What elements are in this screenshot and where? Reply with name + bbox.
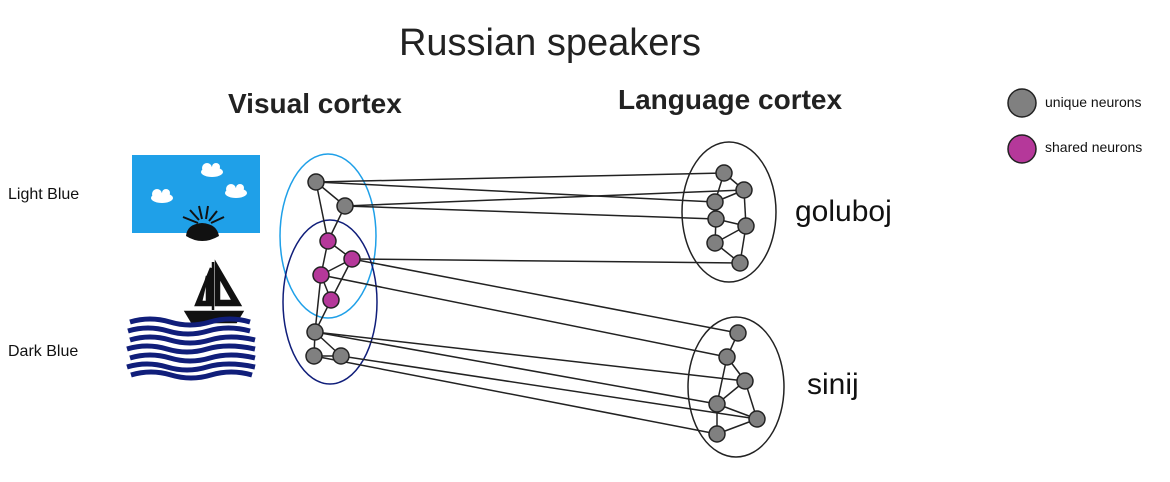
unique-neuron [718,348,736,366]
dark-blue-label: Dark Blue [8,343,79,360]
legend-unique-marker [1007,88,1037,118]
sky-with-clouds-and-sun-icon [132,155,260,241]
waves-icon [126,316,256,381]
visual-neurons [305,173,361,365]
unique-neuron [715,164,733,182]
cross-region-connections [313,172,758,435]
sailboat-on-waves-icon [183,259,245,324]
unique-neuron [706,234,724,252]
unique-neuron [708,395,726,413]
language-neurons [706,164,766,443]
unique-neuron [731,254,749,272]
legend-shared-marker [1007,134,1037,164]
dark-blue-cortex-region [282,219,378,385]
unique-neuron [748,410,766,428]
light-blue-cortex-region [279,153,377,319]
unique-neuron [306,323,324,341]
unique-neuron [305,347,323,365]
unique-neuron [735,181,753,199]
unique-neuron [332,347,350,365]
shared-neuron [322,291,340,309]
unique-neuron [736,372,754,390]
unique-neuron [729,324,747,342]
unique-neuron [307,173,325,191]
legend-unique-label: unique neurons [1045,94,1142,110]
light-blue-label: Light Blue [8,186,80,203]
goluboj-cortex-region [681,141,777,283]
word-goluboj: goluboj [795,195,892,228]
sinij-cortex-region [687,316,785,458]
word-sinij: sinij [807,368,859,401]
unique-neuron [708,425,726,443]
unique-neuron [737,217,755,235]
shared-neuron [312,266,330,284]
unique-neuron [336,197,354,215]
unique-neuron [707,210,725,228]
language-cortex-header: Language cortex [618,84,843,115]
unique-neuron [706,193,724,211]
legend-shared-label: shared neurons [1045,139,1143,155]
shared-neuron [319,232,337,250]
shared-neuron [343,250,361,268]
visual-cortex-header: Visual cortex [228,88,402,119]
diagram-title: Russian speakers [398,22,702,64]
